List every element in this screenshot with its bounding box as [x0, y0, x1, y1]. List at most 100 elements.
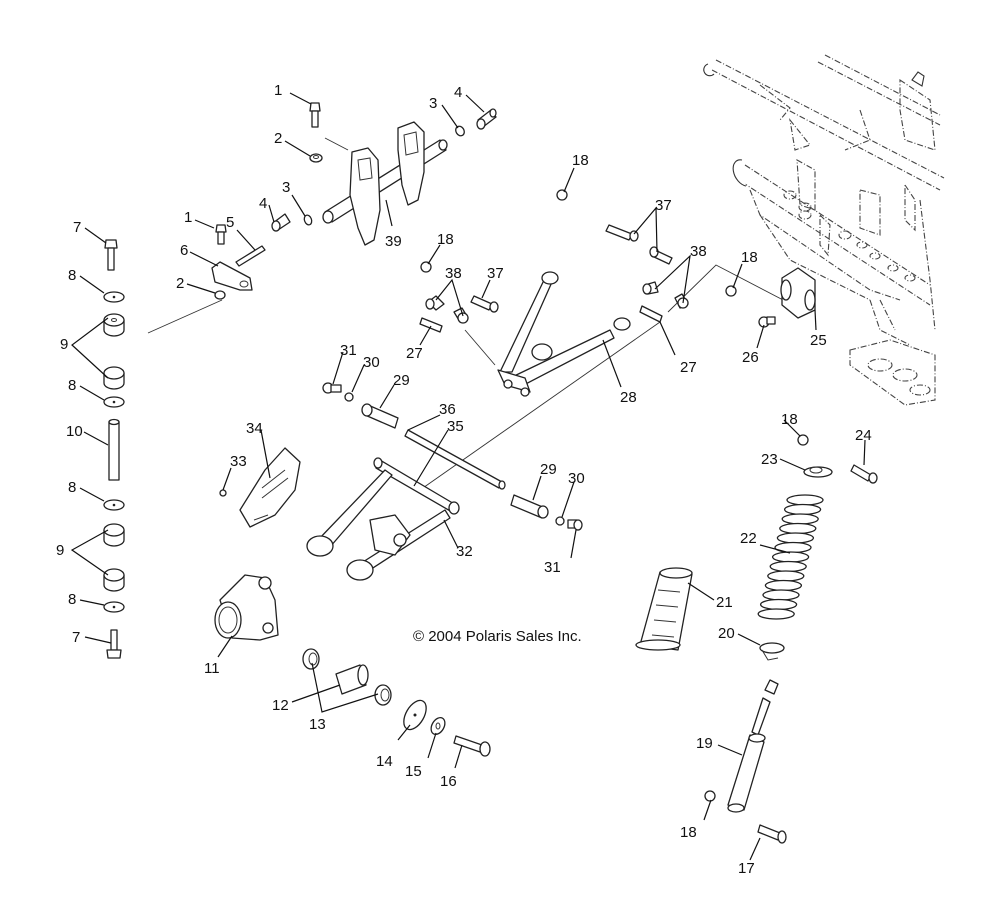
part-nut-18b[interactable] [420, 261, 432, 273]
part-spring-cover-21[interactable] [635, 567, 693, 651]
callout-37a: 37 [487, 265, 504, 282]
part-bolt-17[interactable] [757, 824, 787, 844]
part-bolt-7a[interactable] [104, 239, 118, 271]
part-bolt-1a[interactable] [309, 102, 321, 128]
callout-31b: 31 [544, 559, 561, 576]
callout-8a: 8 [68, 267, 76, 284]
part-link-6[interactable] [211, 261, 253, 291]
part-washer-14[interactable] [399, 697, 431, 734]
callout-4b: 4 [259, 195, 267, 212]
part-washer-8a[interactable] [103, 291, 125, 303]
callout-18d: 18 [781, 411, 798, 428]
part-nut-2a[interactable] [309, 153, 323, 163]
callout-29b: 29 [540, 461, 557, 478]
part-washer-30a[interactable] [344, 392, 354, 402]
part-bushing-38d[interactable] [674, 293, 689, 309]
part-bushing-38a[interactable] [425, 295, 445, 311]
spring-coil-turn [781, 513, 819, 525]
callout-16: 16 [440, 773, 457, 790]
part-bolt-1b[interactable] [215, 224, 227, 245]
part-pivot-shaft-36[interactable] [404, 429, 506, 490]
part-washer-8b[interactable] [103, 396, 125, 408]
part-washer-15[interactable] [428, 715, 447, 737]
part-spring-seat-20[interactable] [759, 642, 785, 661]
callout-18b: 18 [437, 231, 454, 248]
part-spring-retainer-23[interactable] [803, 466, 833, 478]
part-nut-2b[interactable] [214, 290, 226, 300]
part-bushing-9d[interactable] [103, 568, 125, 592]
callout-19: 19 [696, 735, 713, 752]
part-lower-arm-32[interactable] [306, 457, 460, 581]
spring-coil-turn [771, 551, 810, 563]
spring-coil-turn [757, 608, 795, 620]
part-tube-27b[interactable] [639, 305, 663, 323]
spring-coil-turn [762, 589, 800, 601]
part-bushing-38b[interactable] [453, 307, 469, 324]
callout-7b: 7 [72, 629, 80, 646]
part-bolt-7b[interactable] [106, 629, 122, 659]
spring-coil-turn [776, 532, 815, 544]
callout-27b: 27 [680, 359, 697, 376]
part-shock-mount-25[interactable] [780, 267, 816, 319]
part-rod-5[interactable] [235, 245, 266, 267]
callout-9a: 9 [60, 336, 68, 353]
part-bolt-31a[interactable] [322, 382, 342, 394]
part-pivot-bushing-29b[interactable] [510, 494, 549, 519]
part-bolt-16[interactable] [453, 735, 491, 757]
callout-7a: 7 [73, 219, 81, 236]
part-pivot-bushing-29a[interactable] [361, 403, 399, 429]
part-bushing-9c[interactable] [103, 523, 125, 547]
part-guard-34[interactable] [239, 447, 301, 528]
part-nut-18d[interactable] [797, 434, 809, 446]
part-nut-18a[interactable] [556, 189, 568, 201]
part-washer-30b[interactable] [555, 516, 565, 526]
part-bolt-24[interactable] [850, 464, 878, 484]
callout-30b: 30 [568, 470, 585, 487]
part-bushing-9a[interactable] [103, 313, 125, 337]
part-bolt-31b[interactable] [567, 519, 583, 531]
part-upper-arm-28[interactable] [497, 271, 631, 397]
part-oring-3a[interactable] [454, 125, 466, 138]
callout-6: 6 [180, 242, 188, 259]
part-shock-absorber-19[interactable] [727, 679, 779, 813]
callout-31a: 31 [340, 342, 357, 359]
callout-8b: 8 [68, 377, 76, 394]
part-bushing-9b[interactable] [103, 366, 125, 390]
callout-4a: 4 [454, 84, 462, 101]
spring-coil-turn [767, 570, 805, 582]
part-bolt-26[interactable] [758, 316, 776, 328]
part-bushing-38c[interactable] [642, 281, 659, 295]
callout-9b: 9 [56, 542, 64, 559]
callout-30a: 30 [363, 354, 380, 371]
copyright-notice: © 2004 Polaris Sales Inc. [413, 628, 582, 645]
part-bolt-37a[interactable] [470, 295, 499, 313]
part-bushing-4a[interactable] [476, 108, 497, 130]
part-screw-33[interactable] [219, 489, 227, 497]
callout-28: 28 [620, 389, 637, 406]
part-spacer-12[interactable] [335, 664, 369, 695]
callout-33: 33 [230, 453, 247, 470]
part-bearing-13b[interactable] [374, 684, 392, 706]
vehicle-frame [703, 54, 945, 406]
part-stabilizer-bracket-assembly[interactable] [322, 121, 448, 246]
part-bolt-37b[interactable] [605, 224, 639, 242]
part-oring-3b[interactable] [303, 214, 313, 226]
part-bushing-4b[interactable] [271, 213, 291, 232]
callout-18a: 18 [572, 152, 589, 169]
part-nut-18e[interactable] [704, 790, 716, 802]
part-nut-18c[interactable] [725, 285, 737, 297]
callout-13: 13 [309, 716, 326, 733]
part-washer-8d[interactable] [103, 601, 125, 613]
part-tube-27a[interactable] [419, 317, 443, 333]
part-bearing-carrier-11[interactable] [214, 574, 279, 641]
callout-23: 23 [761, 451, 778, 468]
part-bearing-13a[interactable] [302, 648, 320, 670]
part-sleeve-10[interactable] [108, 418, 120, 481]
callout-38b: 38 [690, 243, 707, 260]
callout-17: 17 [738, 860, 755, 877]
part-washer-8c[interactable] [103, 499, 125, 511]
part-bolt-37c[interactable] [649, 246, 673, 265]
callout-18c: 18 [741, 249, 758, 266]
part-coil-spring-22[interactable] [757, 494, 824, 620]
